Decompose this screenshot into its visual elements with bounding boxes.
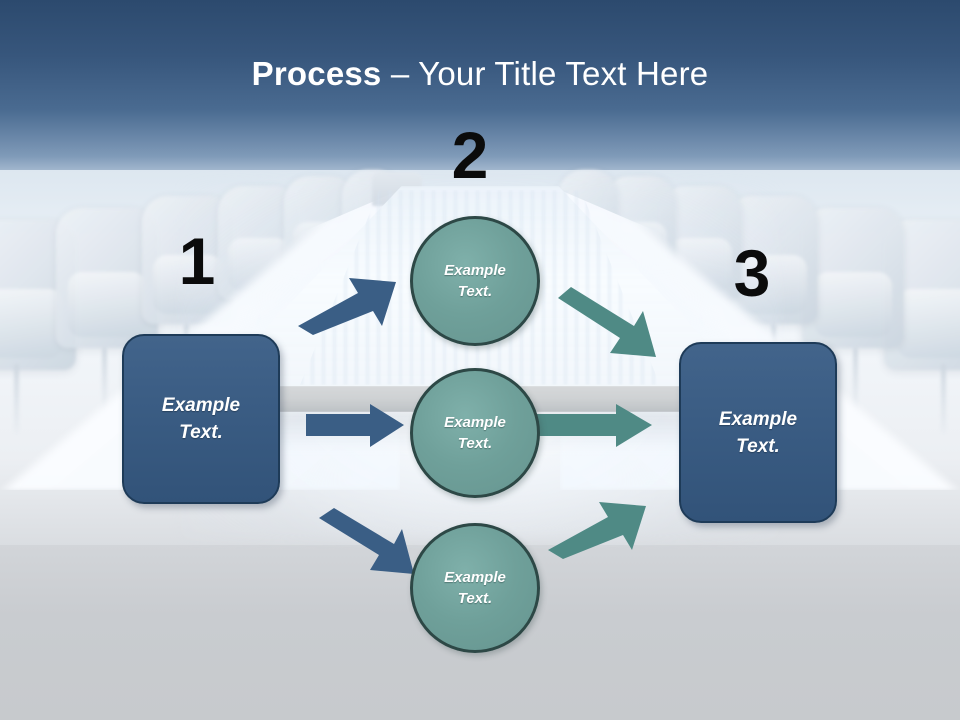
arrow-mid-circle-to-right xyxy=(536,404,652,447)
slide-title: Process – Your Title Text Here xyxy=(0,52,960,96)
arrow-left-to-top-circle xyxy=(298,278,396,335)
process-circle-top[interactable]: Example Text. xyxy=(410,216,540,346)
process-circle-middle-label: Example Text. xyxy=(444,414,506,452)
process-circle-top-label: Example Text. xyxy=(444,262,506,300)
step-number-2: 2 xyxy=(451,118,489,192)
arrow-top-circle-to-right xyxy=(558,287,656,357)
arrow-left-to-bottom-circle xyxy=(319,508,414,574)
process-circle-bottom[interactable]: Example Text. xyxy=(410,523,540,653)
process-box-left[interactable]: Example Text. xyxy=(122,334,280,504)
step-number-1: 1 xyxy=(178,224,216,298)
slide-title-rest: – Your Title Text Here xyxy=(381,55,709,92)
arrow-left-to-mid-circle xyxy=(306,404,404,447)
background-header-gradient xyxy=(0,0,960,200)
process-circle-middle[interactable]: Example Text. xyxy=(410,368,540,498)
process-box-right[interactable]: Example Text. xyxy=(679,342,837,523)
slide-title-bold: Process xyxy=(251,55,382,92)
process-box-left-label: Example Text. xyxy=(161,395,241,443)
process-box-right-label: Example Text. xyxy=(718,408,798,457)
step-number-3: 3 xyxy=(733,236,771,310)
process-circle-bottom-label: Example Text. xyxy=(444,569,506,607)
arrow-bottom-circle-to-right xyxy=(548,502,646,559)
